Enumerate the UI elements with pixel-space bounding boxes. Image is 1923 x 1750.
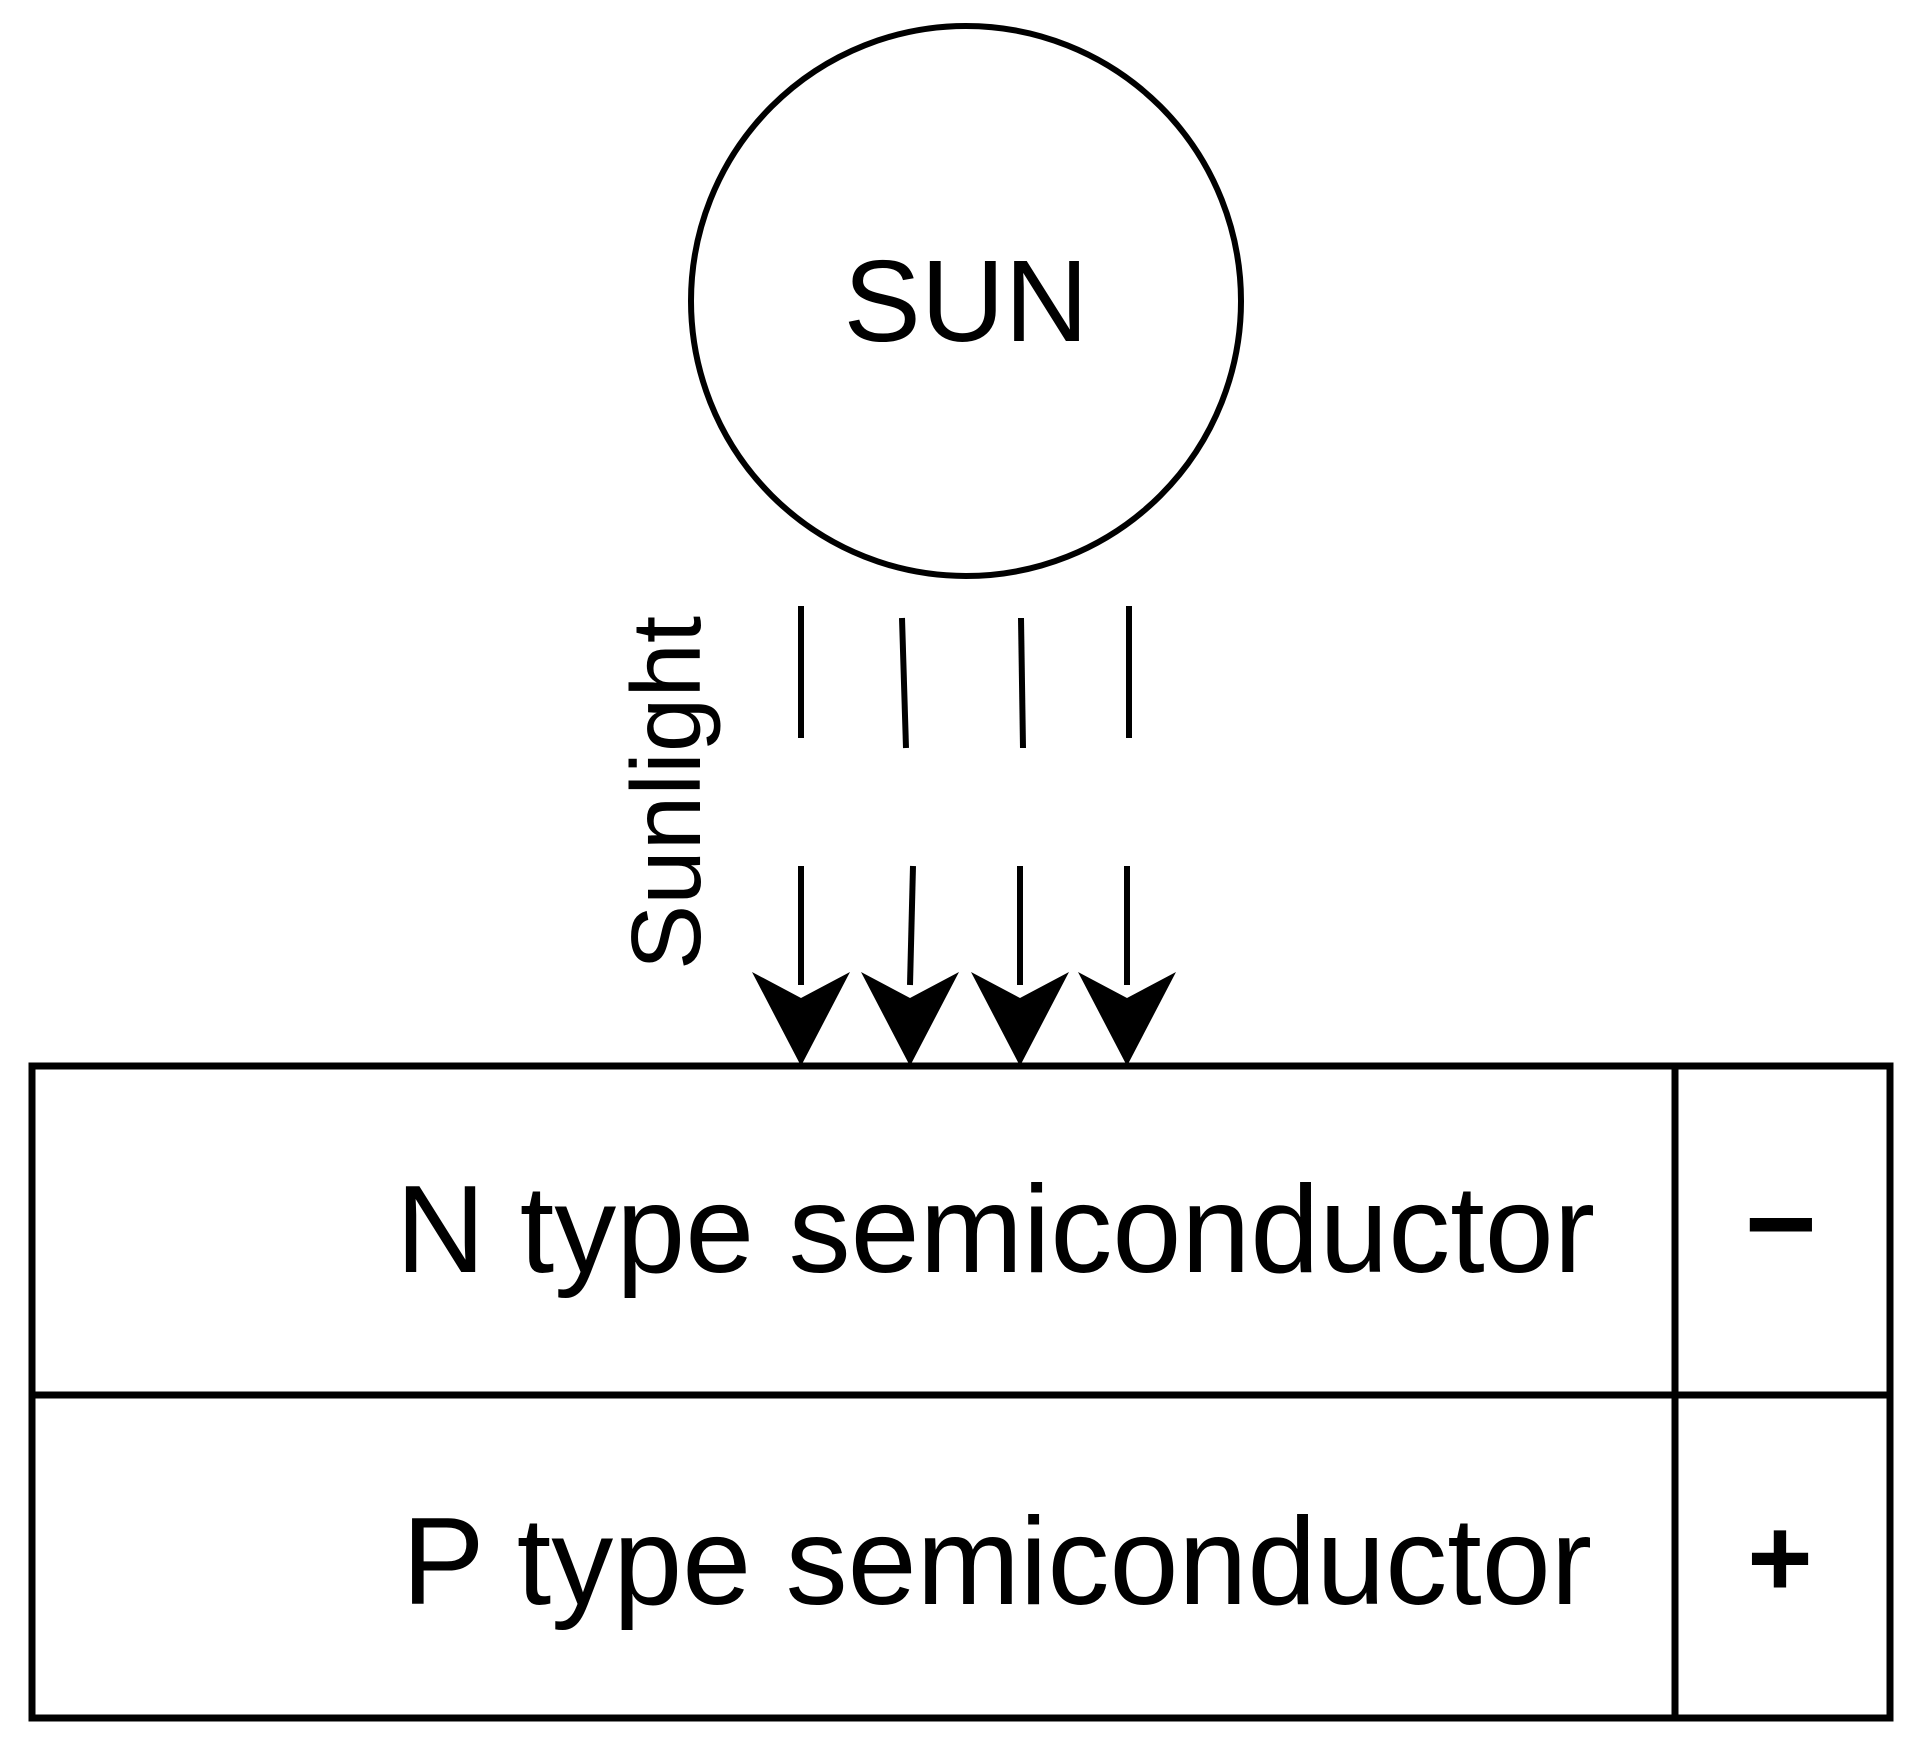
negative-terminal: −	[1745, 1155, 1817, 1293]
sunlight-ray-dashes	[798, 606, 1132, 749]
sunlight-arrow-3	[971, 866, 1069, 1066]
p-type-layer: P type semiconductor +	[402, 1493, 1813, 1631]
n-type-layer: N type semiconductor −	[396, 1155, 1817, 1299]
ray-dash-2	[899, 617, 909, 749]
p-type-label: P type semiconductor	[402, 1493, 1592, 1631]
sun: SUN	[688, 23, 1244, 579]
ray-dash-3	[1018, 617, 1026, 749]
sunlight-arrow-2	[861, 865, 959, 1066]
n-type-label: N type semiconductor	[396, 1161, 1595, 1299]
sunlight-arrow-4	[1078, 866, 1176, 1066]
sun-label: SUN	[844, 236, 1089, 366]
sunlight-label: Sunlight	[611, 616, 721, 970]
sunlight-arrows	[752, 865, 1176, 1066]
positive-terminal: +	[1747, 1496, 1812, 1621]
sunlight-arrow-1	[752, 866, 850, 1066]
sun-circle	[688, 23, 1244, 579]
solar-cell: N type semiconductor − P type semiconduc…	[28, 1062, 1894, 1722]
